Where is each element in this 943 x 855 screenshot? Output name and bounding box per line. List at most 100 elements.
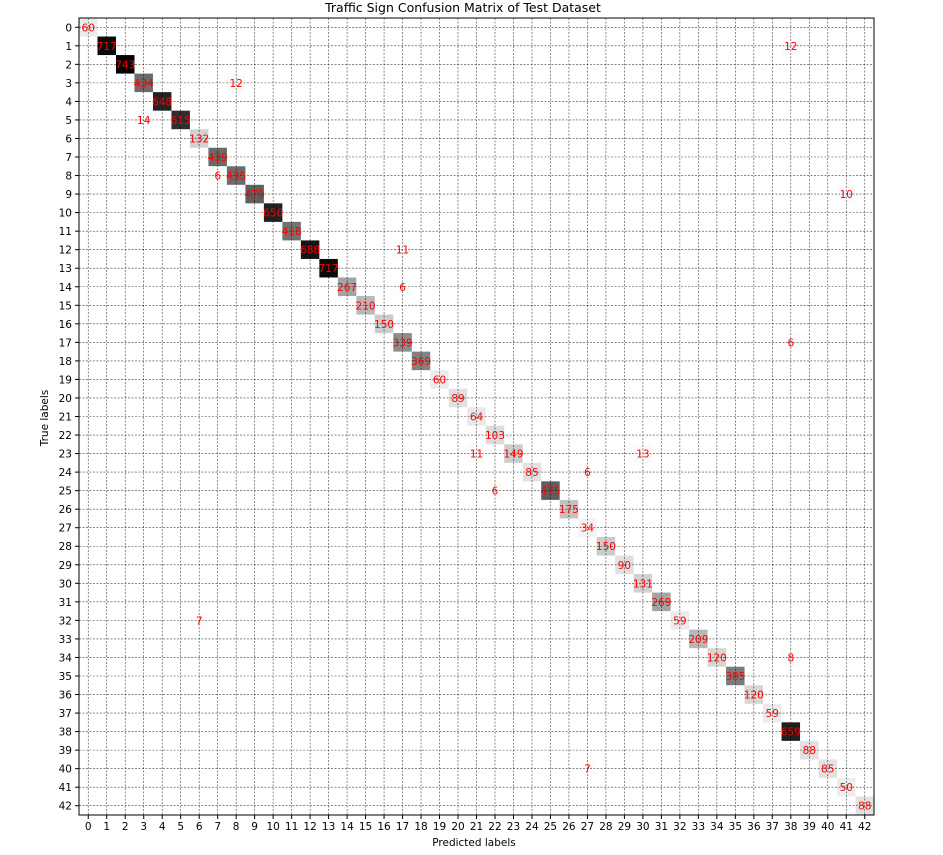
- cell-value-label: 439: [208, 152, 228, 164]
- y-axis-label: True labels: [39, 390, 51, 448]
- heatmap-cell: [152, 92, 172, 111]
- x-tick-label: 15: [359, 821, 372, 833]
- x-tick-label: 13: [322, 821, 335, 833]
- y-tick-label: 14: [59, 282, 73, 294]
- x-tick-label: 4: [159, 821, 166, 833]
- x-tick-label: 22: [488, 821, 501, 833]
- y-tick-label: 7: [65, 152, 72, 164]
- cell-value-label: 120: [744, 690, 764, 702]
- cell-value-label: 435: [226, 171, 246, 183]
- x-tick-label: 23: [507, 821, 520, 833]
- x-axis-label: Predicted labels: [432, 837, 516, 849]
- x-tick-label: 1: [103, 821, 110, 833]
- x-tick-label: 14: [340, 821, 354, 833]
- y-tick-label: 18: [59, 356, 72, 368]
- x-tick-label: 30: [636, 821, 649, 833]
- cell-value-label: 85: [525, 467, 538, 479]
- x-tick-label: 34: [710, 821, 724, 833]
- cell-value-label: 418: [282, 226, 302, 238]
- cell-value-label: 717: [319, 263, 339, 275]
- cell-value-label: 267: [337, 282, 357, 294]
- cell-value-label: 6: [584, 467, 591, 479]
- cell-value-label: 14: [137, 115, 151, 127]
- heatmap-cell: [467, 407, 486, 426]
- y-tick-label: 23: [59, 449, 72, 461]
- x-tick-label: 12: [303, 821, 316, 833]
- cell-value-label: 717: [97, 41, 117, 53]
- x-tick-label: 11: [285, 821, 298, 833]
- cell-value-label: 648: [152, 96, 172, 108]
- y-tick-label: 30: [59, 578, 72, 590]
- x-tick-label: 31: [655, 821, 668, 833]
- y-tick-label: 9: [65, 189, 72, 201]
- x-tick-label: 32: [673, 821, 686, 833]
- x-tick-label: 6: [196, 821, 203, 833]
- x-tick-label: 39: [803, 821, 816, 833]
- x-tick-label: 29: [618, 821, 631, 833]
- x-tick-label: 25: [544, 821, 557, 833]
- y-tick-label: 19: [59, 374, 72, 386]
- cell-value-label: 11: [396, 245, 409, 257]
- cell-value-label: 369: [411, 356, 431, 368]
- y-tick-label: 1: [65, 41, 72, 53]
- cell-value-label: 12: [229, 78, 242, 90]
- heatmap-cell: [79, 18, 98, 37]
- cell-value-label: 615: [171, 115, 191, 127]
- y-tick-label: 41: [59, 782, 72, 794]
- y-tick-label: 25: [59, 486, 72, 498]
- x-tick-label: 27: [581, 821, 594, 833]
- y-tick-label: 16: [59, 319, 73, 331]
- plot-frame: [78, 17, 875, 816]
- y-tick-label: 39: [59, 745, 72, 757]
- y-tick-label: 32: [59, 615, 72, 627]
- cell-value-label: 120: [707, 652, 727, 664]
- x-tick-label: 40: [821, 821, 834, 833]
- y-tick-label: 15: [59, 300, 72, 312]
- x-tick-label: 0: [85, 821, 92, 833]
- y-tick-label: 38: [59, 727, 72, 739]
- x-tick-label: 41: [840, 821, 853, 833]
- x-tick-label: 10: [266, 821, 279, 833]
- cell-value-label: 434: [134, 78, 154, 90]
- y-tick-label: 22: [59, 430, 72, 442]
- cell-value-label: 64: [470, 412, 484, 424]
- x-tick-label: 18: [414, 821, 427, 833]
- cell-value-label: 470: [245, 189, 265, 201]
- cell-value-label: 34: [581, 523, 595, 535]
- cell-value-label: 60: [82, 22, 95, 34]
- y-tick-label: 24: [59, 467, 73, 479]
- heatmap-cell: [208, 147, 227, 167]
- y-axis-ticks: 0123456789101112131415161718192021222324…: [59, 22, 79, 813]
- y-tick-label: 36: [59, 690, 73, 702]
- x-tick-label: 19: [433, 821, 446, 833]
- y-tick-label: 2: [65, 59, 72, 71]
- cell-value-label: 132: [189, 133, 209, 145]
- cell-value-label: 6: [399, 282, 406, 294]
- y-tick-label: 37: [59, 708, 72, 720]
- x-tick-label: 37: [766, 821, 779, 833]
- cell-value-label: 13: [636, 449, 649, 461]
- y-tick-label: 6: [65, 133, 72, 145]
- cell-value-label: 659: [781, 727, 801, 739]
- y-tick-label: 34: [59, 652, 73, 664]
- cell-value-label: 60: [433, 374, 446, 386]
- cell-value-label: 743: [115, 59, 135, 71]
- cell-value-label: 12: [784, 41, 797, 53]
- x-tick-label: 20: [451, 821, 464, 833]
- cell-value-label: 50: [840, 782, 853, 794]
- heatmap-cell: [411, 351, 431, 371]
- x-tick-label: 5: [177, 821, 184, 833]
- cell-value-label: 131: [633, 578, 653, 590]
- y-tick-label: 11: [59, 226, 72, 238]
- cell-value-label: 8: [787, 652, 794, 664]
- cell-value-label: 103: [485, 430, 505, 442]
- x-tick-label: 33: [692, 821, 705, 833]
- cell-value-label: 7: [584, 764, 591, 776]
- y-tick-label: 10: [59, 208, 72, 220]
- cell-value-label: 209: [688, 634, 708, 646]
- y-tick-label: 29: [59, 560, 72, 572]
- cell-value-label: 85: [821, 764, 834, 776]
- cell-value-label: 150: [596, 541, 616, 553]
